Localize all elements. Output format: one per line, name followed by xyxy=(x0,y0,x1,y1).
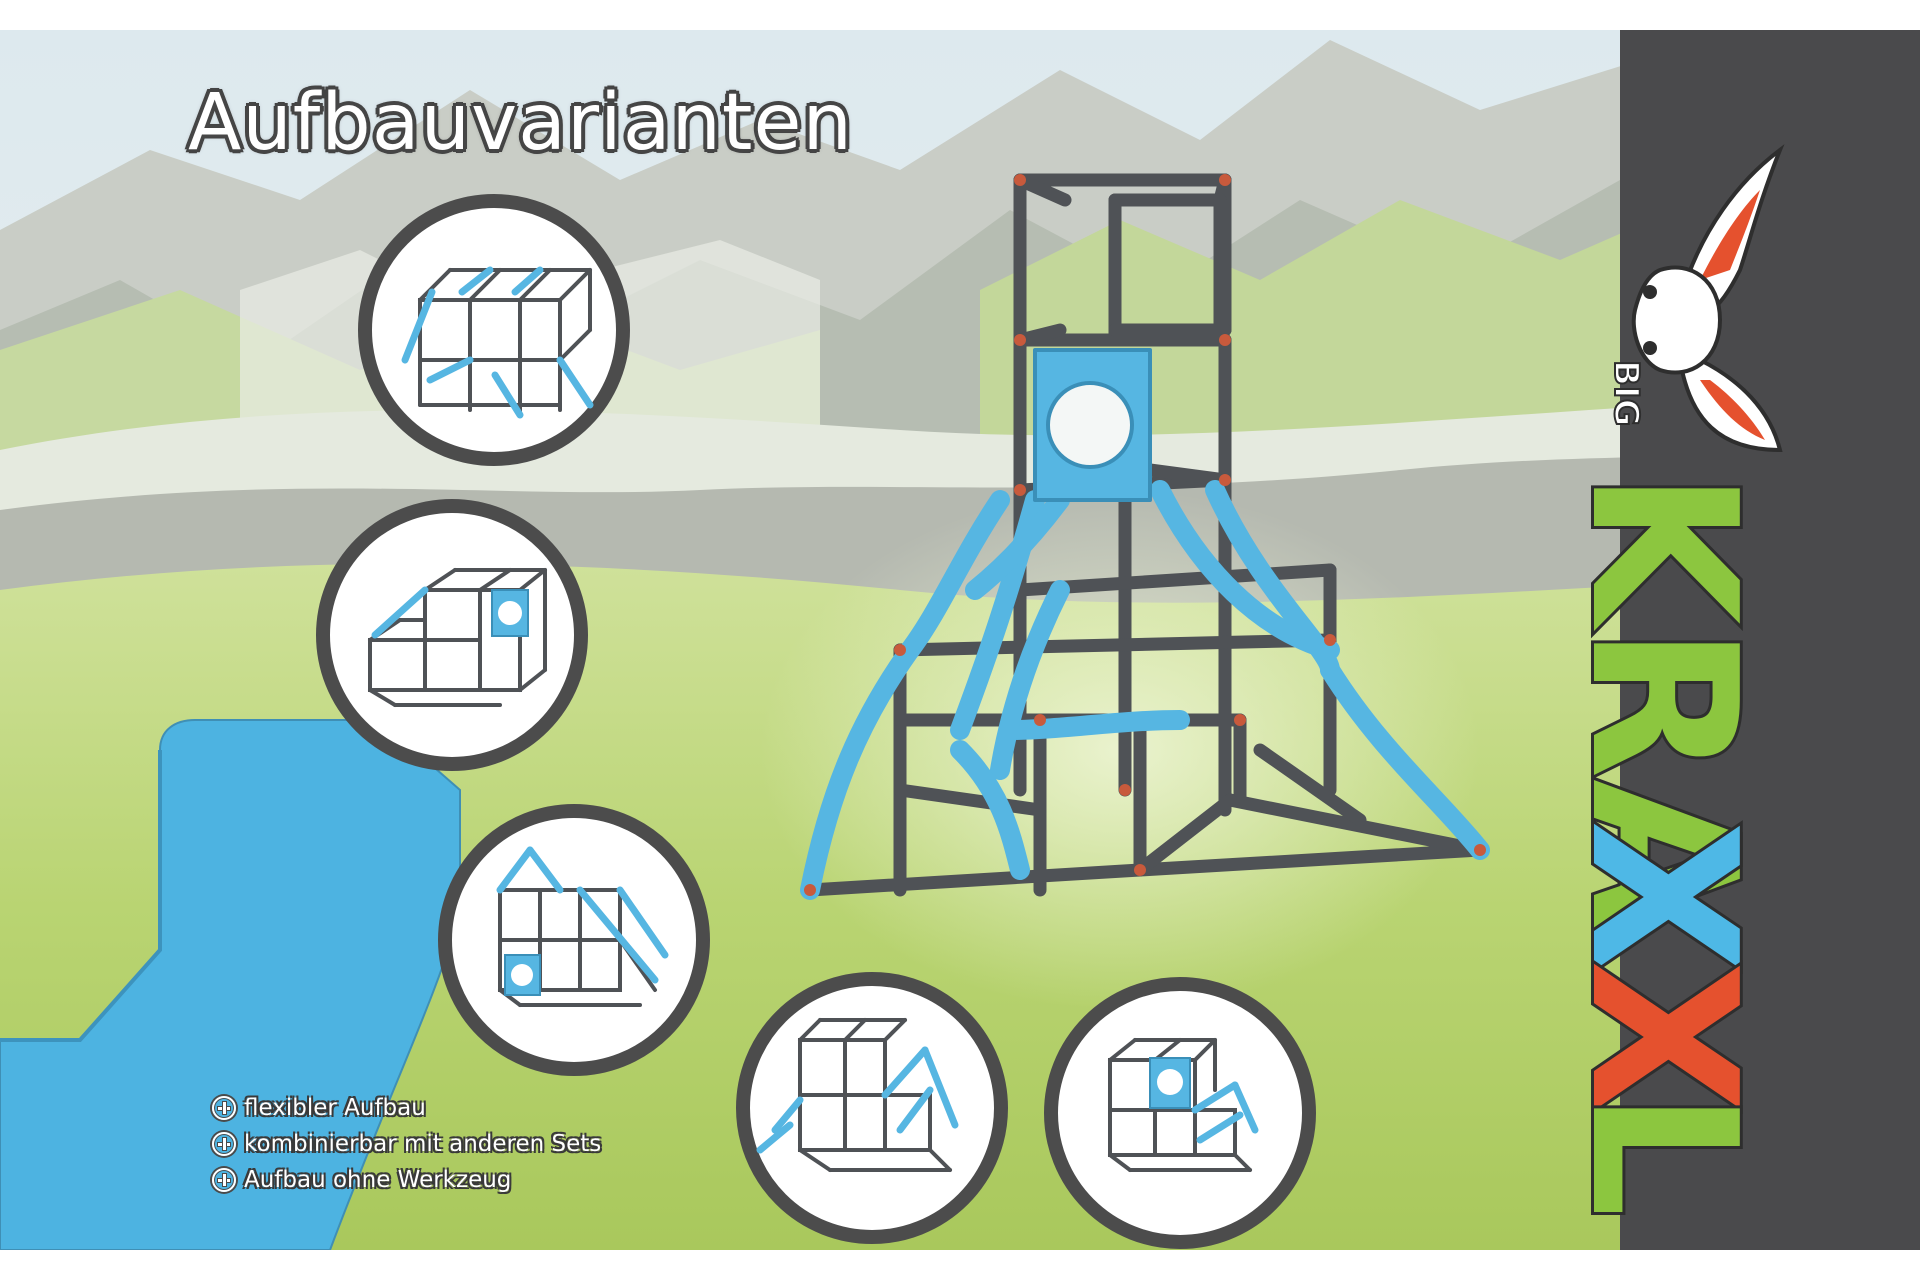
brand-name-part-3: X xyxy=(1546,960,1779,1114)
feature-label: Aufbau ohne Werkzeug xyxy=(244,1167,512,1193)
feature-label: kombinierbar mit anderen Sets xyxy=(244,1131,602,1157)
brand-panel: BIG KRA X X L xyxy=(1543,30,1920,1250)
variant-circles xyxy=(316,194,1316,1249)
brand-prefix: BIG xyxy=(1606,360,1646,426)
lake-shore xyxy=(0,750,162,1042)
tower-blue-frame xyxy=(800,480,1490,900)
variant-circle-1[interactable] xyxy=(358,194,630,466)
landscape-background: BIG KRA X X L xyxy=(0,30,1920,1250)
plus-circle-icon xyxy=(212,1132,236,1156)
brand-name-part-1: KRA xyxy=(1546,470,1779,934)
tower-connectors xyxy=(804,174,1486,896)
plus-circle-icon xyxy=(212,1168,236,1192)
variant-circle-2[interactable] xyxy=(316,499,588,771)
plus-circle-icon xyxy=(212,1096,236,1120)
variant-4-frame xyxy=(756,1018,959,1172)
variant-2-frame xyxy=(368,568,547,707)
variant-3-frame xyxy=(496,846,669,1007)
brand-wordmark: KRA X X L xyxy=(1543,467,1782,1220)
feature-item: Aufbau ohne Werkzeug xyxy=(212,1162,601,1198)
variant-circle-4[interactable] xyxy=(736,972,1008,1244)
variant-circle-5[interactable] xyxy=(1044,977,1316,1249)
feature-item: kombinierbar mit anderen Sets xyxy=(212,1126,601,1162)
product-banner: BIG KRA X X L Aufbauvarianten flexibler … xyxy=(0,30,1920,1250)
variant-circle-3[interactable] xyxy=(438,804,710,1076)
climbing-tower xyxy=(800,173,1490,900)
tower-dark-frame xyxy=(803,173,1487,897)
brand-bull-icon xyxy=(1631,144,1785,453)
feature-label: flexibler Aufbau xyxy=(244,1095,426,1121)
brand-name-part-4: L xyxy=(1546,1090,1779,1217)
feature-item: flexibler Aufbau xyxy=(212,1090,601,1126)
variant-1-frame xyxy=(401,266,594,419)
tower-climbing-panel xyxy=(1033,348,1152,502)
brand-name-part-2: X xyxy=(1546,820,1779,974)
page-title: Aufbauvarianten xyxy=(188,78,853,168)
variant-5-frame xyxy=(1108,1038,1259,1172)
feature-list: flexibler Aufbau kombinierbar mit andere… xyxy=(212,1090,601,1198)
